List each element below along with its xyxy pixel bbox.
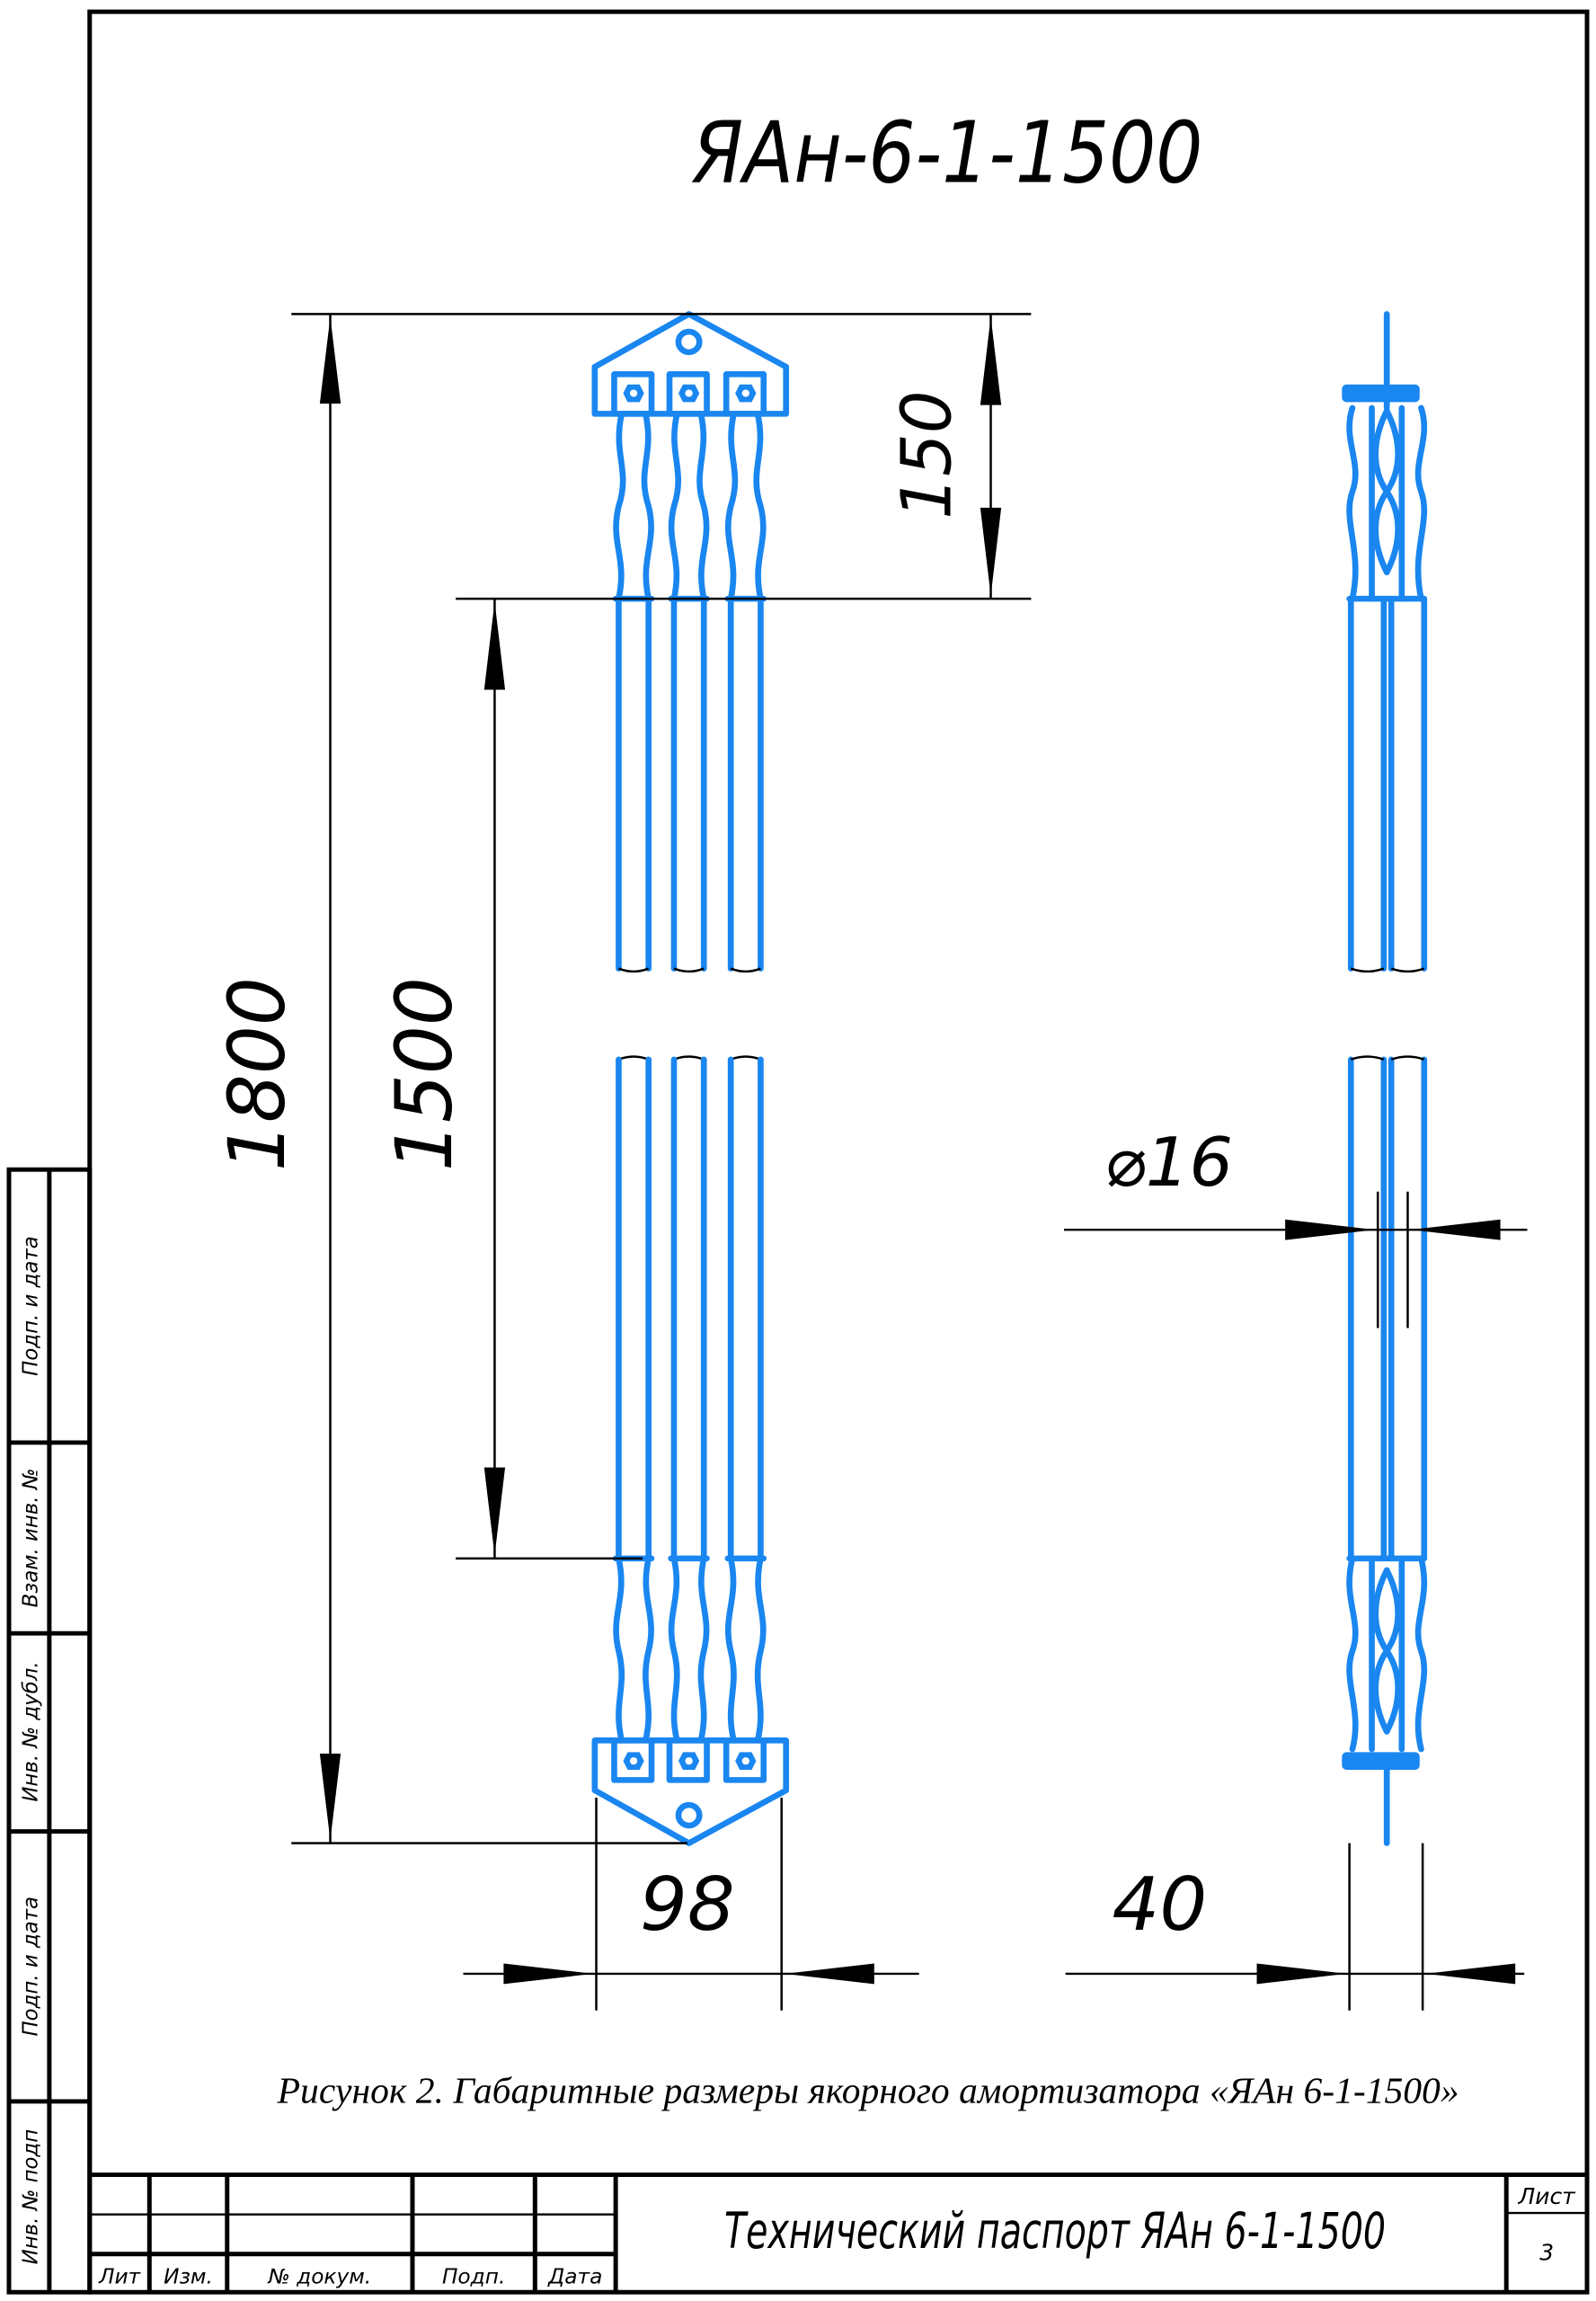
stamp-label: Инв. № подп <box>19 2129 42 2265</box>
side-view <box>1342 311 1428 1846</box>
sheet-number: 3 <box>1539 2239 1554 2265</box>
column-label-date: Дата <box>547 2266 602 2289</box>
dimension-98: 98 <box>640 1863 735 1948</box>
hole-icon <box>675 1801 703 1829</box>
dimension-40: 40 <box>1113 1863 1208 1948</box>
column-label-izm: Изм. <box>164 2266 213 2289</box>
stamp-label: Подп. и дата <box>19 1897 42 2037</box>
sheet-frame <box>87 9 1590 2295</box>
hole-icon <box>675 328 703 356</box>
stamp-label: Взам. инв. № <box>19 1469 42 1608</box>
dimension-1800: 1800 <box>212 977 303 1171</box>
dimension-1500: 1500 <box>379 977 470 1171</box>
stamp-label: Подп. и дата <box>19 1236 42 1376</box>
dimension-lines <box>291 313 1528 2011</box>
front-view <box>591 311 790 1846</box>
title-block: Лит Изм. № докум. Подп. Дата Технический… <box>89 2172 1588 2293</box>
column-label-lit: Лит <box>98 2266 141 2289</box>
column-label-signature: Подп. <box>442 2266 505 2289</box>
figure-caption: Рисунок 2. Габаритные размеры якорного а… <box>277 2070 1459 2111</box>
dimension-diameter: ⌀16 <box>1104 1124 1233 1202</box>
dimension-150: 150 <box>887 390 967 519</box>
column-label-doc-number: № докум. <box>267 2266 372 2289</box>
sheet-label: Лист <box>1518 2183 1576 2209</box>
document-title: Технический паспорт ЯАн 6-1-1500 <box>724 2203 1386 2261</box>
stamp-label: Инв. № дубл. <box>19 1661 42 1801</box>
side-stamp: Подп. и дата Взам. инв. № Инв. № дубл. П… <box>6 1167 93 2295</box>
drawing-title: ЯАн-6-1-1500 <box>691 103 1202 202</box>
